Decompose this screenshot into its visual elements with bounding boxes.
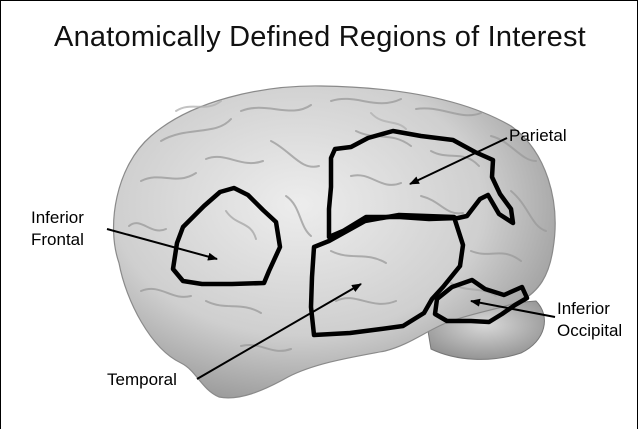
label-temporal: Temporal (107, 369, 177, 391)
label-parietal: Parietal (509, 125, 567, 147)
label-inferior-frontal: Inferior Frontal (31, 207, 84, 251)
label-inferior-occipital-line2: Occipital (557, 320, 622, 342)
label-inferior-occipital-line1: Inferior (557, 298, 622, 320)
label-inferior-frontal-line2: Frontal (31, 229, 84, 251)
label-inferior-occipital: Inferior Occipital (557, 298, 622, 342)
label-inferior-frontal-line1: Inferior (31, 207, 84, 229)
label-parietal-text: Parietal (509, 125, 567, 147)
label-temporal-text: Temporal (107, 369, 177, 391)
